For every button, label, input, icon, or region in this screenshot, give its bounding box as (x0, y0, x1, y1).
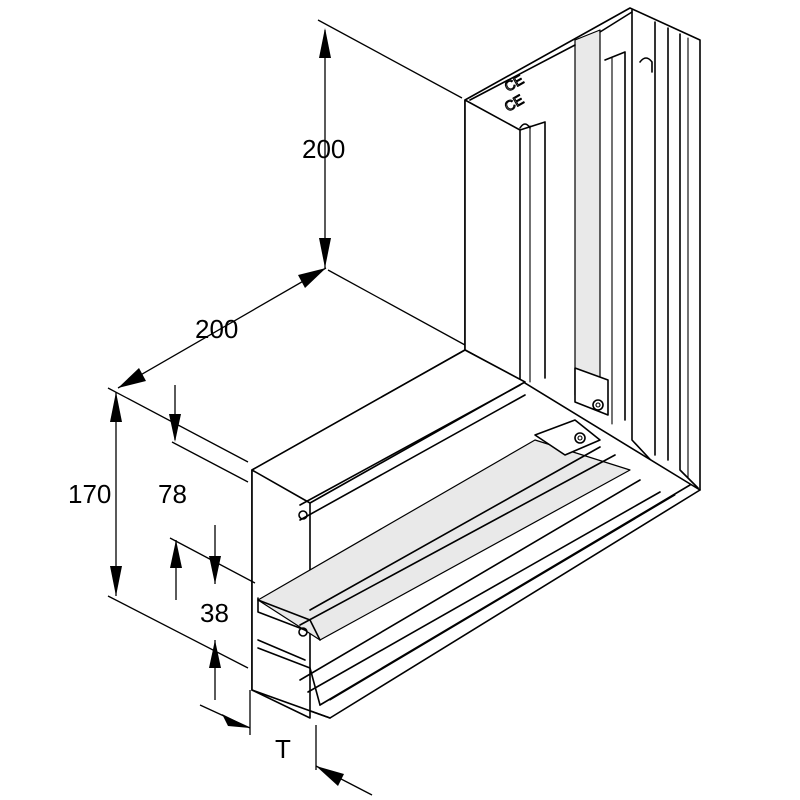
screw-icon (574, 432, 586, 444)
middle-rail (257, 439, 631, 641)
dim-label-width-depth: 200 (195, 314, 238, 344)
dim-label-middle-gap: 38 (200, 598, 229, 628)
dim-label-height-top: 200 (302, 134, 345, 164)
floor-bracket (534, 419, 601, 456)
dimension-lines (107, 19, 466, 796)
horizontal-leg (251, 349, 701, 719)
dim-label-upper-offset: 78 (158, 479, 187, 509)
vertical-inner-wall (574, 29, 601, 406)
lid-clip (298, 510, 308, 520)
rail-clip (298, 627, 308, 637)
vertical-leg: CE CE (464, 7, 701, 491)
dim-label-thickness: T (275, 734, 291, 764)
dim-label-overall-height: 170 (68, 479, 111, 509)
upper-lid (251, 349, 526, 504)
screw-icon (592, 399, 604, 411)
vertical-front-strip (464, 99, 521, 381)
